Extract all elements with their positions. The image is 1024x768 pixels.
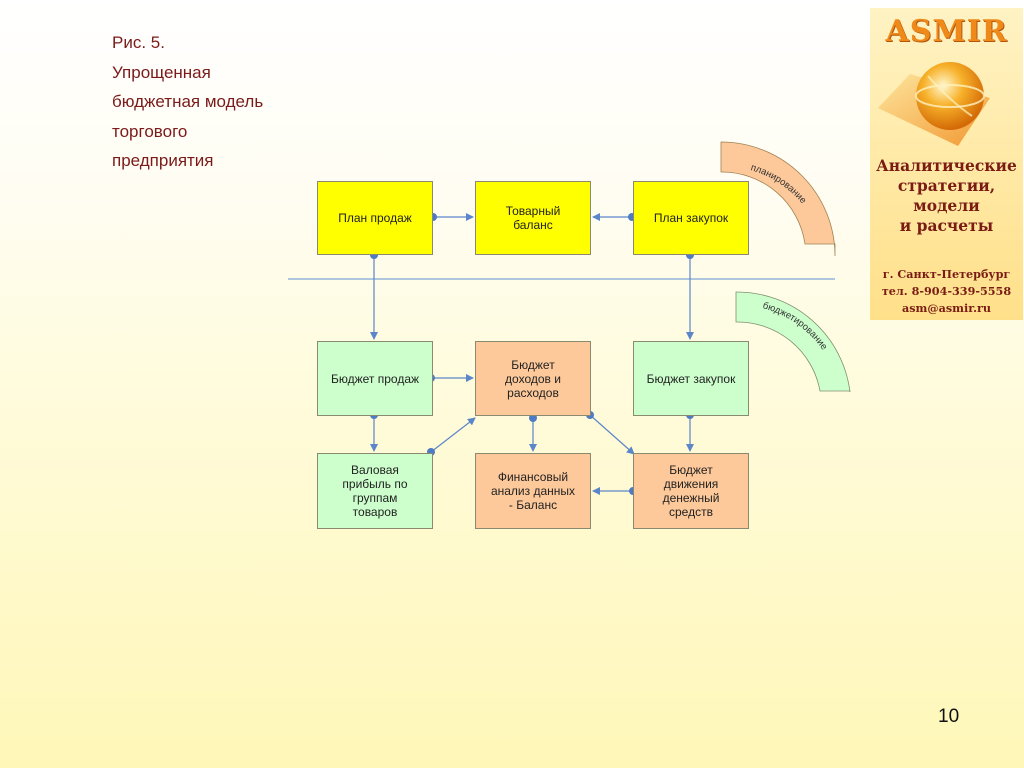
connector-dot [529, 414, 537, 422]
box-purchase-budget: Бюджет закупок [633, 341, 749, 416]
caption-line: Рис. 5. [112, 33, 165, 52]
planning-arc [720, 141, 836, 257]
caption-line: Упрощенная [112, 62, 211, 82]
caption-line: торгового [112, 121, 188, 141]
budgeting-arc [735, 291, 851, 393]
box-gross-profit: Валовая прибыль по группам товаров [317, 453, 433, 529]
box-sales-budget: Бюджет продаж [317, 341, 433, 416]
globe-icon [878, 62, 990, 146]
tagline-line: Аналитические [876, 156, 1017, 175]
box-financial-analysis: Финансовый анализ данных - Баланс [475, 453, 591, 529]
box-purchase-plan: План закупок [633, 181, 749, 255]
tagline-line: и расчеты [899, 216, 994, 235]
contact-city: г. Санкт-Петербург [882, 267, 1011, 281]
box-income-expense-budget: Бюджет доходов и расходов [475, 341, 591, 416]
contact-phone: тел. 8-904-339-5558 [881, 284, 1012, 298]
caption-line: бюджетная модель [112, 92, 264, 111]
logo-tagline: Аналитические стратегии, модели и расчет… [870, 156, 1023, 236]
box-cashflow-budget: Бюджет движения денежный средств [633, 453, 749, 529]
page-number: 10 [938, 706, 960, 727]
connector-income-to-cashflow [589, 414, 635, 455]
logo-contacts: г. Санкт-Петербург тел. 8-904-339-5558 a… [870, 266, 1023, 317]
box-sales-plan: План продаж [317, 181, 433, 255]
tagline-line: модели [913, 196, 980, 215]
caption-line: предприятия [112, 151, 214, 170]
asmir-logo-panel: ASMIR Аналитические стратегии, модели и … [870, 8, 1023, 320]
tagline-line: стратегии, [897, 176, 996, 195]
contact-email: asm@asmir.ru [902, 301, 991, 315]
connector-gross-profit-to-income [430, 417, 476, 453]
logo-brand: ASMIR [885, 14, 1008, 49]
box-goods-balance: Товарный баланс [475, 181, 591, 255]
figure-caption: Рис. 5. Упрощенная бюджетная модель торг… [112, 28, 372, 176]
